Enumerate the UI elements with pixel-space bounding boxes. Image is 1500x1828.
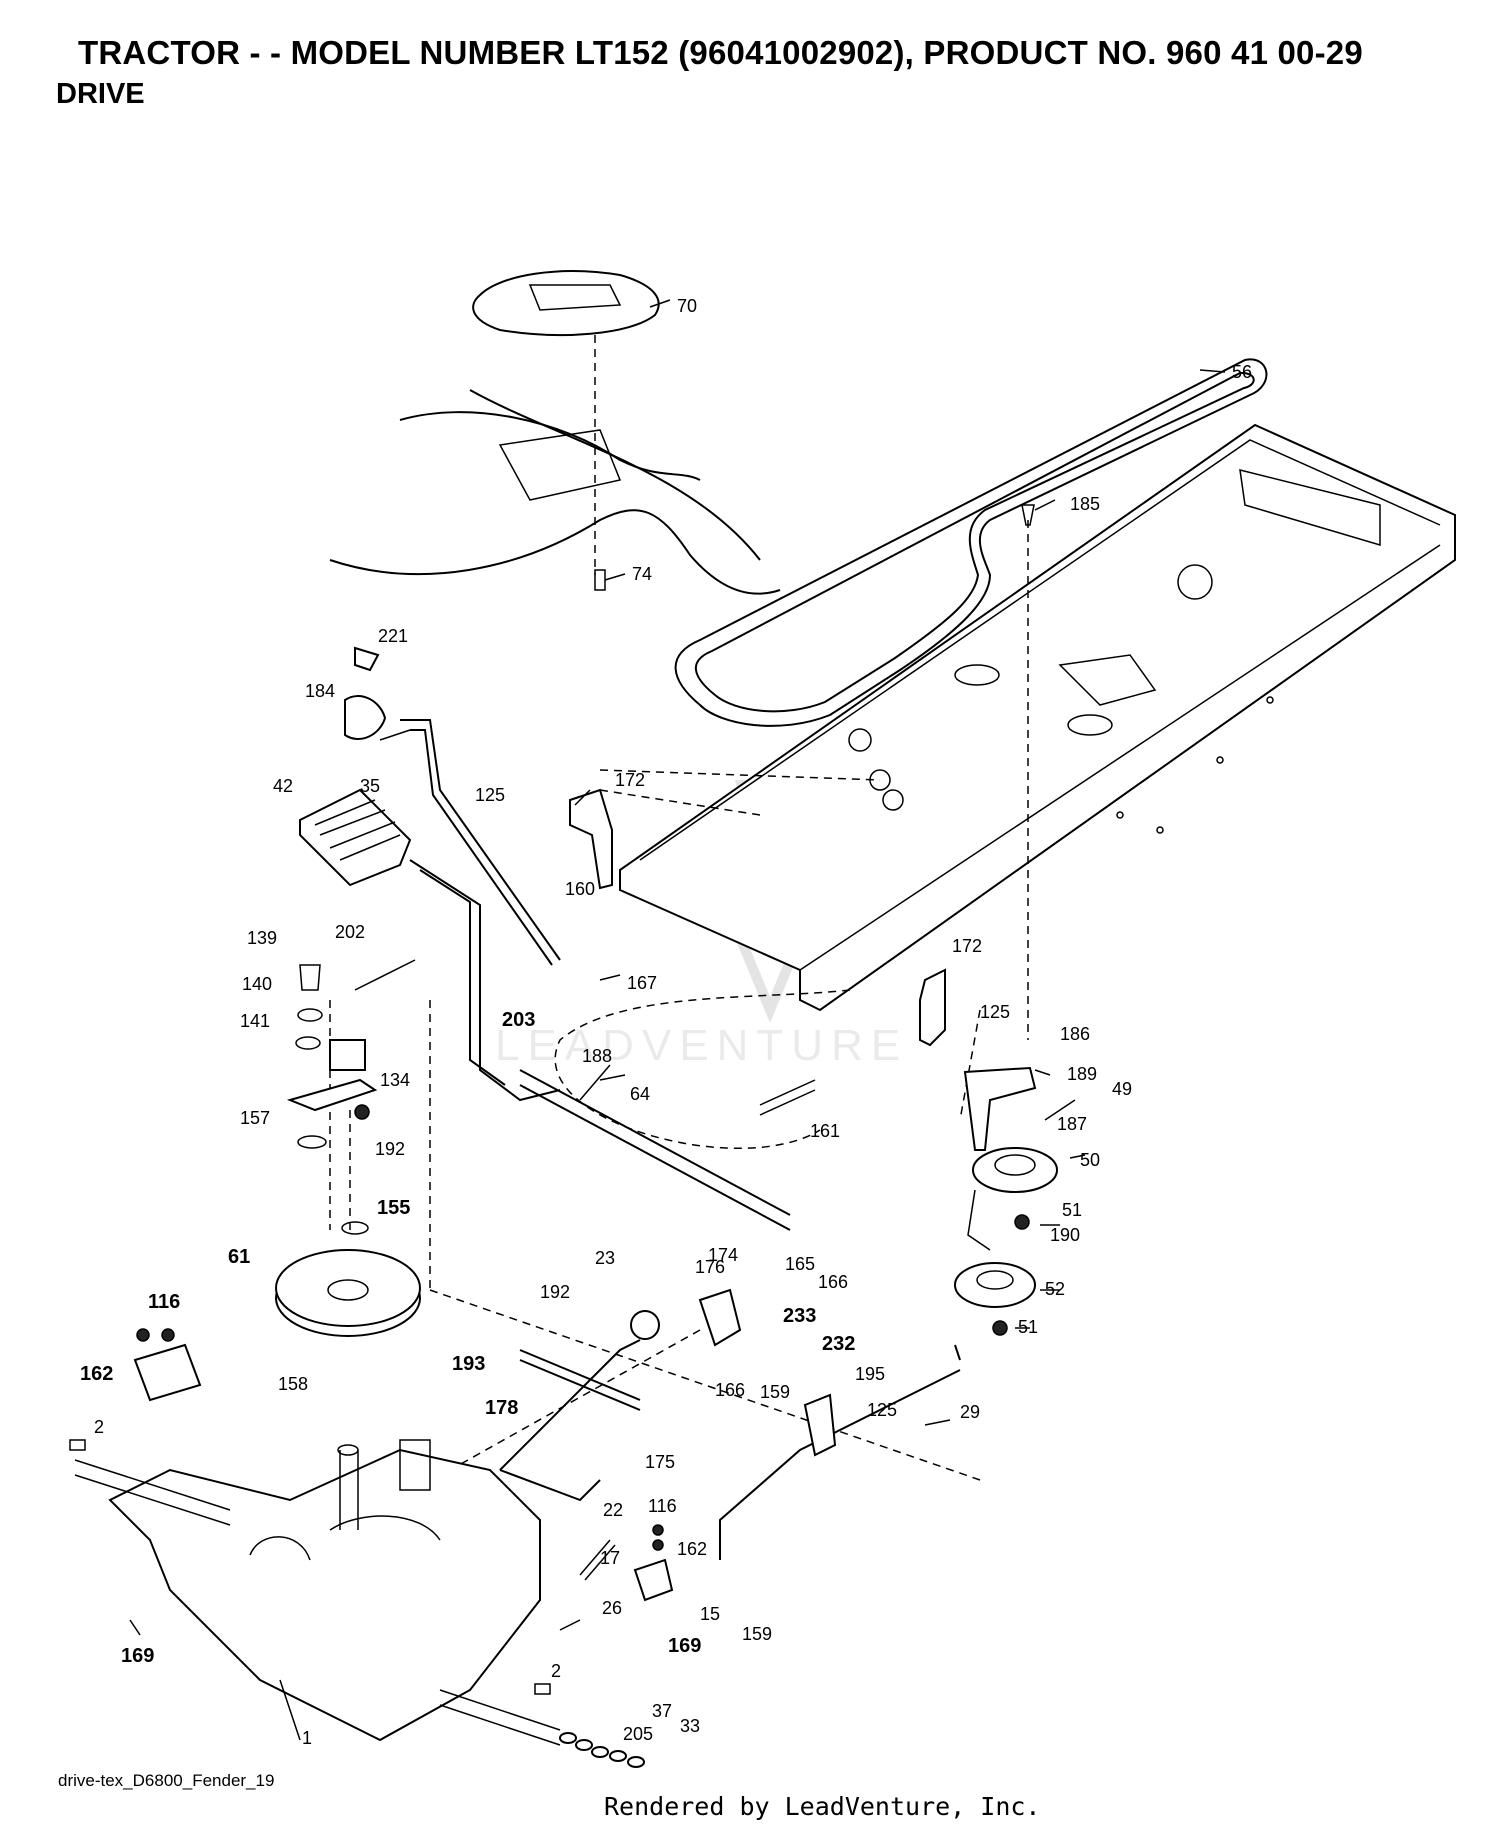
callout-172-lower: 172 xyxy=(952,936,982,956)
callout-37: 37 xyxy=(652,1701,672,1721)
callout-176: 176 xyxy=(695,1257,725,1277)
callout-70: 70 xyxy=(677,296,697,316)
callout-1: 1 xyxy=(302,1728,312,1748)
callout-139: 139 xyxy=(247,928,277,948)
callout-116-right: 116 xyxy=(648,1496,677,1516)
shift-lever xyxy=(344,646,561,966)
drive-belt xyxy=(674,358,1268,727)
callout-140: 140 xyxy=(242,974,272,994)
axle-washers xyxy=(69,1439,645,1768)
main-frame xyxy=(619,423,1456,1012)
callout-188: 188 xyxy=(582,1046,612,1066)
callout-64: 64 xyxy=(630,1084,650,1104)
transmission-pulley xyxy=(275,1221,421,1337)
rendered-by-text: Rendered by LeadVenture, Inc. xyxy=(604,1792,1041,1821)
callout-167: 167 xyxy=(627,973,657,993)
callout-125-upper: 125 xyxy=(475,785,505,805)
callout-35: 35 xyxy=(360,776,380,796)
callout-157: 157 xyxy=(240,1108,270,1128)
callout-52: 52 xyxy=(1045,1279,1065,1299)
callout-186: 186 xyxy=(1060,1024,1090,1044)
transaxle-bracket-left xyxy=(133,1328,202,1402)
transaxle-bracket-right xyxy=(633,1524,674,1602)
callout-74: 74 xyxy=(632,564,652,584)
callout-192-lower: 192 xyxy=(540,1282,570,1302)
callout-125-lower: 125 xyxy=(867,1400,897,1420)
springs xyxy=(559,1539,616,1631)
fender xyxy=(329,389,781,595)
callout-2-left: 2 xyxy=(94,1417,104,1437)
callout-232: 232 xyxy=(822,1333,855,1355)
seat-pan xyxy=(472,270,660,336)
linkage-rods xyxy=(499,1288,961,1560)
callout-233: 233 xyxy=(783,1305,816,1327)
callout-134: 134 xyxy=(380,1070,410,1090)
callout-169-left: 169 xyxy=(121,1645,154,1667)
callout-185: 185 xyxy=(1070,494,1100,514)
callout-159-upper: 159 xyxy=(760,1382,790,1402)
callout-172-upper: 172 xyxy=(615,770,645,790)
callout-159-lower: 159 xyxy=(742,1624,772,1644)
section-title: DRIVE xyxy=(56,78,145,110)
callout-158: 158 xyxy=(278,1374,308,1394)
callout-155: 155 xyxy=(377,1197,410,1219)
callout-125-mid: 125 xyxy=(980,1002,1010,1022)
callout-23: 23 xyxy=(595,1248,615,1268)
brackets xyxy=(569,788,946,1047)
callout-160: 160 xyxy=(565,879,595,899)
callout-166-lower: 166 xyxy=(715,1380,745,1400)
callout-50: 50 xyxy=(1080,1150,1100,1170)
drawing-id: drive-tex_D6800_Fender_19 xyxy=(58,1771,275,1790)
callout-26: 26 xyxy=(602,1598,622,1618)
callout-15: 15 xyxy=(700,1604,720,1624)
callout-162-left: 162 xyxy=(80,1363,113,1385)
page-title: TRACTOR - - MODEL NUMBER LT152 (96041002… xyxy=(78,34,1363,71)
callout-56: 56 xyxy=(1232,362,1252,382)
callout-203: 203 xyxy=(502,1009,535,1031)
callout-175: 175 xyxy=(645,1452,675,1472)
callout-192-upper: 192 xyxy=(375,1139,405,1159)
callout-169-right: 169 xyxy=(668,1635,701,1657)
assembly-guide-lines xyxy=(329,335,1029,1481)
hardware-bolts xyxy=(594,504,1035,591)
callout-189: 189 xyxy=(1067,1064,1097,1084)
callout-193: 193 xyxy=(452,1353,485,1375)
callout-221: 221 xyxy=(378,626,408,646)
callout-187: 187 xyxy=(1057,1114,1087,1134)
callout-22: 22 xyxy=(603,1500,623,1520)
idler-assembly xyxy=(954,1066,1058,1336)
watermark-text: LEADVENTURE xyxy=(495,1021,908,1070)
clutch-bracket xyxy=(286,959,416,1149)
callout-2-right: 2 xyxy=(551,1661,561,1681)
callout-29: 29 xyxy=(960,1402,980,1422)
brake-pedal xyxy=(299,788,561,1102)
callout-165: 165 xyxy=(785,1254,815,1274)
callout-33: 33 xyxy=(680,1716,700,1736)
callout-190: 190 xyxy=(1050,1225,1080,1245)
callout-116-left: 116 xyxy=(148,1291,180,1313)
callout-174: 174 xyxy=(708,1245,738,1265)
callout-141: 141 xyxy=(240,1011,270,1031)
callout-42: 42 xyxy=(273,776,293,796)
callout-leaders xyxy=(129,299,1226,1741)
callout-61: 61 xyxy=(228,1246,250,1268)
callout-178: 178 xyxy=(485,1397,518,1419)
callout-205: 205 xyxy=(623,1724,653,1744)
callout-17: 17 xyxy=(600,1548,620,1568)
callout-195: 195 xyxy=(855,1364,885,1384)
callout-51-lower: 51 xyxy=(1018,1317,1038,1337)
callout-51-upper: 51 xyxy=(1062,1200,1082,1220)
callout-184: 184 xyxy=(305,681,335,701)
callout-labels: 70 56 185 74 221 184 35 42 125 172 160 1… xyxy=(80,296,1252,1748)
transaxle xyxy=(74,1439,561,1746)
callout-162-right: 162 xyxy=(677,1539,707,1559)
callout-161: 161 xyxy=(810,1121,840,1141)
callout-49: 49 xyxy=(1112,1079,1132,1099)
callout-202: 202 xyxy=(335,922,365,942)
callout-166-upper: 166 xyxy=(818,1272,848,1292)
pedal-shaft xyxy=(519,1069,816,1231)
